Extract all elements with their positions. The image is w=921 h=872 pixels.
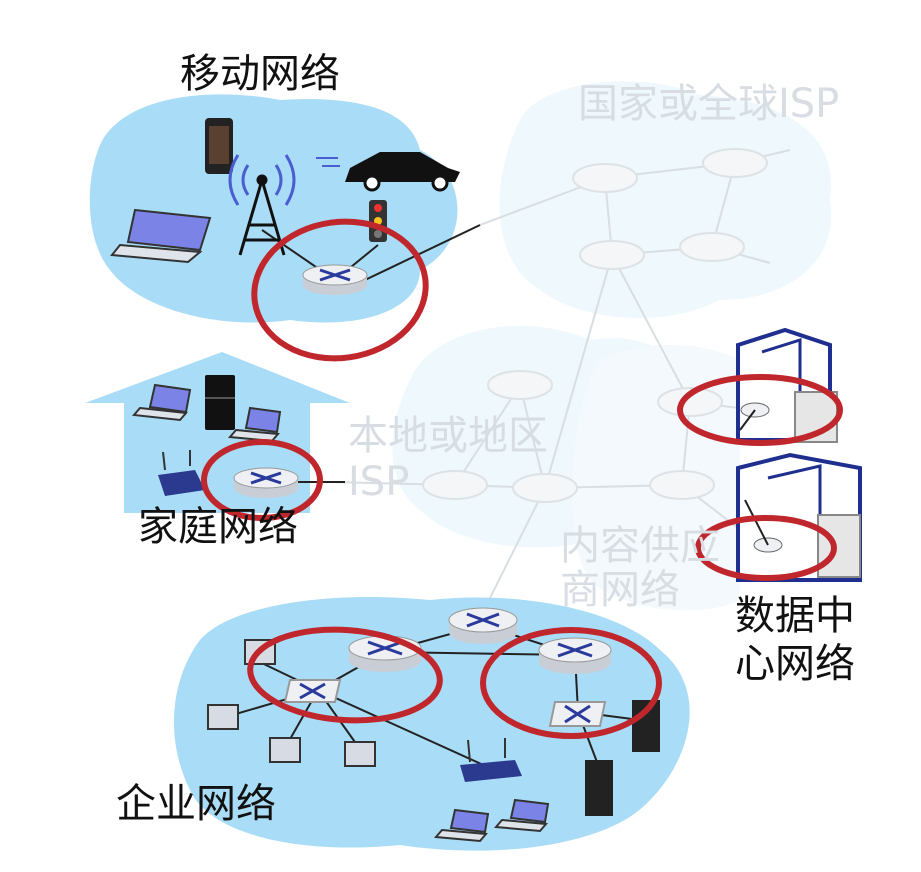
router-icon: [657, 387, 723, 417]
router-icon: [679, 232, 745, 262]
switch-icon: [283, 679, 342, 703]
national-isp-label: 国家或全球ISP: [578, 81, 840, 127]
refrigerator-icon: [205, 375, 235, 430]
server-icon: [585, 760, 613, 816]
router-icon: [512, 473, 578, 503]
router-icon: [702, 148, 768, 178]
datacenter-label-line2: 心网络: [735, 641, 855, 687]
enterprise-network-label: 企业网络: [116, 781, 276, 827]
local-isp-label-line2: ISP: [348, 459, 410, 505]
home-network-label: 家庭网络: [138, 504, 298, 550]
router-icon: [302, 264, 368, 295]
wifi-router-icon: [460, 738, 522, 782]
mobile-devices: [110, 118, 460, 295]
cell-tower-icon: [228, 154, 296, 256]
router-icon: [572, 163, 638, 193]
router-icon: [348, 635, 422, 672]
highlight-ring: [480, 627, 662, 739]
edge-router-highlights: [201, 218, 843, 739]
traffic-light-icon: [369, 200, 387, 242]
highlight-ring: [677, 374, 843, 446]
router-icon: [649, 470, 715, 500]
server-rack-icon: [817, 514, 861, 578]
datacenter-label-line1: 数据中: [735, 593, 855, 639]
laptop-icon: [493, 798, 550, 833]
router-icon: [422, 470, 488, 500]
home-devices: [132, 375, 299, 498]
router-icon: [448, 607, 518, 644]
desktop-computer-icon: [207, 704, 239, 730]
laptop-icon: [433, 808, 490, 843]
datacenter-buildings: [736, 327, 862, 582]
laptop-icon: [132, 383, 192, 422]
highlight-ring: [201, 439, 323, 521]
highlight-ring: [695, 515, 837, 581]
isp-routers: [422, 148, 768, 503]
laptop-icon: [227, 406, 282, 443]
content-provider-label-line1: 内容供应: [560, 523, 720, 569]
local-isp-label-line1: 本地或地区: [348, 413, 548, 459]
mobile-network-cloud: [89, 94, 458, 323]
desktop-computer-icon: [269, 737, 301, 763]
switch-icon: [548, 701, 607, 727]
wifi-router-icon: [158, 450, 205, 496]
router-icon: [579, 240, 645, 270]
router-icon: [538, 637, 612, 674]
car-icon: [316, 152, 460, 192]
router-icon: [233, 467, 299, 498]
highlight-ring: [247, 626, 443, 724]
content-provider-label-line2: 商网络: [560, 567, 680, 613]
highlight-ring: [251, 218, 429, 362]
mobile-network-label: 移动网络: [180, 51, 340, 97]
laptop-icon: [110, 208, 212, 264]
desktop-computer-icon: [344, 741, 376, 767]
router-icon: [487, 370, 553, 400]
